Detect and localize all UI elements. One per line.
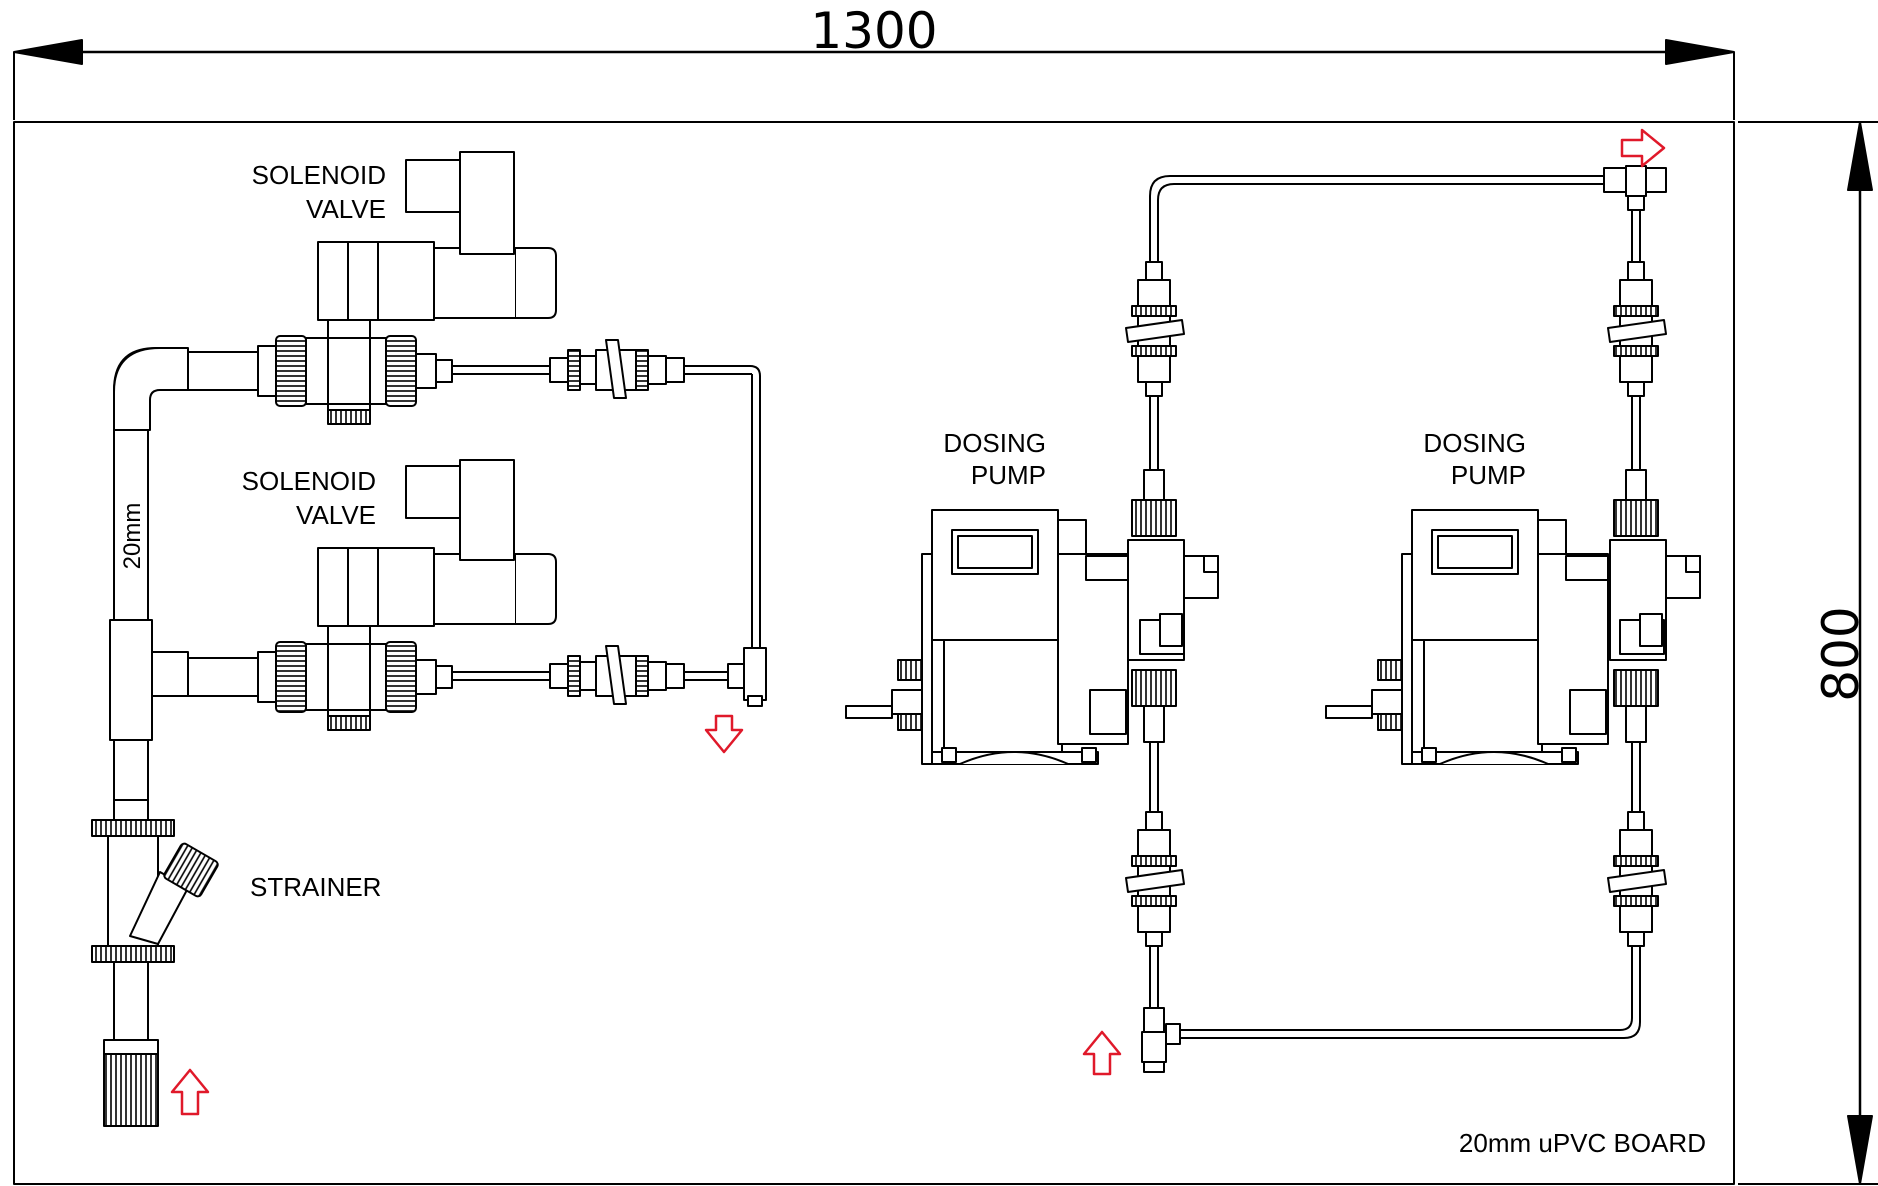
flow-arrow-solenoid-outlet-icon [704,714,744,754]
solenoid-valve-top-label-line2: VALVE [306,194,386,224]
solenoid-valve-top [257,151,557,425]
dosing-tube-loop [1141,165,1667,1073]
dosing-pump-right [1325,469,1701,765]
solenoid-valve-bottom-label-line2: VALVE [296,500,376,530]
ball-valve-right-3 [1607,261,1667,397]
solenoid-valve-top-label-line1: SOLENOID [252,160,386,190]
dosing-pump-right-label-line2: PUMP [1451,460,1526,490]
ball-valve-left-bottom [549,645,685,705]
flow-arrow-inlet-icon [170,1068,210,1116]
width-dimension-label: 1300 [810,2,937,60]
flow-arrow-dosing-inlet-icon [1082,1030,1122,1076]
flow-arrow-dosing-outlet-icon [1620,128,1666,168]
outlet-tube-left [452,365,767,707]
dosing-pump-left-label-line2: PUMP [971,460,1046,490]
width-dimension [13,39,1735,120]
ball-valve-left-top [549,339,685,399]
strainer [91,819,219,1127]
board-label: 20mm uPVC BOARD [1459,1128,1706,1158]
height-dimension [1738,121,1878,1185]
ball-valve-right-1 [1125,261,1185,397]
main-pipe-20mm [109,347,189,1030]
ball-valve-right-2 [1125,811,1185,947]
board-outline [13,121,1735,1185]
strainer-label: STRAINER [250,872,381,902]
ball-valve-right-4 [1607,811,1667,947]
height-dimension-label: 800 [1812,606,1870,701]
dosing-pump-left-label-line1: DOSING [943,428,1046,458]
dosing-pump-right-label-line1: DOSING [1423,428,1526,458]
solenoid-valve-bottom-label-line1: SOLENOID [242,466,376,496]
solenoid-valve-bottom [257,459,557,731]
dosing-pump-left [845,469,1219,765]
pipe-size-label: 20mm [119,503,146,570]
